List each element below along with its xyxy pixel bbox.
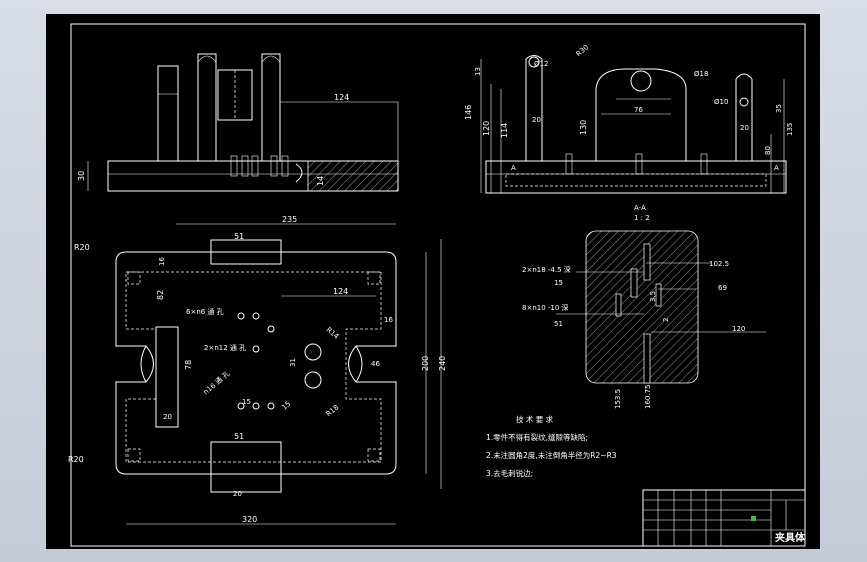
title-block-name: 夹具体: [775, 531, 806, 544]
top-dim-240: 240: [438, 356, 447, 371]
section-dim-120: 120: [732, 325, 745, 333]
top-dim-16a: 16: [158, 257, 166, 266]
top-dim-15a: 15: [242, 398, 251, 406]
top-dim-320: 320: [242, 515, 257, 524]
side-dim-20a: 20: [532, 116, 541, 124]
title-block: 夹具体: [642, 489, 806, 547]
top-dim-16b: 16: [384, 316, 393, 324]
hole-12a: [304, 343, 322, 361]
note-1: 1.零件不得有裂纹,缝隙等缺陷;: [486, 432, 588, 442]
top-tab: [210, 239, 282, 265]
section-dim-51: 51: [554, 320, 563, 328]
top-dim-r14: R14: [325, 326, 341, 341]
front-dim-30: 30: [77, 171, 86, 181]
top-dim-15b: 15: [280, 400, 292, 412]
side-dim-76: 76: [634, 106, 643, 114]
section-body: [585, 230, 699, 384]
section-label: A-A: [634, 204, 646, 212]
side-dim-d18: Ø18: [694, 70, 708, 78]
top-dim-124: 124: [333, 287, 348, 296]
side-dim-d10: Ø10: [714, 98, 728, 106]
bottom-tab: [210, 441, 282, 493]
hole-12b: [304, 371, 322, 389]
front-dim-124: 124: [334, 93, 349, 102]
cad-drawing: 124 30 14: [68, 23, 806, 547]
drawing-border: [70, 23, 806, 547]
side-dim-135: 135: [786, 123, 794, 136]
top-dim-51a: 51: [234, 232, 244, 241]
section-dim-153-5: 153.5: [614, 389, 622, 409]
side-section-mark-a: A: [511, 164, 516, 172]
top-dim-82: 82: [156, 290, 165, 300]
section-dim-2: 2: [662, 318, 670, 322]
top-note-2holes: 2×n12 通 孔: [204, 343, 246, 352]
section-dim-69: 69: [718, 284, 727, 292]
section-dim-3-5: 3.5: [649, 291, 657, 302]
top-dim-51b: 51: [234, 432, 244, 441]
top-note-6holes: 6×n6 通 孔: [186, 307, 224, 316]
side-dim-35: 35: [775, 104, 783, 113]
section-view: A-A 1 : 2 2×n18 -4.5 深 15 8×n10 -10 深: [522, 204, 766, 409]
top-dim-r18: R18: [325, 403, 341, 418]
drawing-viewport[interactable]: 124 30 14: [46, 14, 820, 549]
top-dim-200: 200: [421, 356, 430, 371]
note-2: 2.未注圆角2度,未注倒角半径为R2~R3: [486, 450, 617, 460]
side-view: Ø12 R30 Ø18 Ø10 13 146 120 114 20 130 76…: [464, 43, 794, 194]
top-dim-20a: 20: [163, 413, 172, 421]
side-dim-130: 130: [579, 120, 588, 135]
section-dim-160-75: 160.75: [644, 385, 652, 410]
left-block: [155, 326, 179, 428]
top-dim-78: 78: [184, 360, 193, 370]
top-view: 235 R20 51 16 82 124 16 6×n6 通 孔 R14 2×n…: [68, 215, 447, 525]
section-note-2x18: 2×n18 -4.5 深: [522, 265, 571, 274]
note-3: 3.去毛刺锐边;: [486, 468, 533, 478]
title-block-marker: [751, 516, 756, 521]
top-dim-r20a: R20: [74, 243, 90, 252]
side-hole-18: [630, 70, 652, 92]
front-view: 124 30 14: [77, 53, 399, 192]
side-right-support: [735, 73, 753, 161]
top-dim-31: 31: [289, 358, 297, 367]
side-left-support: [525, 55, 543, 161]
top-note-16hole: n16 通 孔: [201, 369, 231, 396]
side-dim-20b: 20: [740, 124, 749, 132]
side-dim-80: 80: [764, 146, 772, 155]
side-dim-120: 120: [482, 121, 491, 136]
top-dim-r20b: R20: [68, 455, 84, 464]
top-dim-20b: 20: [233, 490, 242, 498]
side-dim-146: 146: [464, 105, 473, 120]
side-center-block: [595, 68, 687, 161]
section-dim-15: 15: [554, 279, 563, 287]
front-upright-1: [157, 65, 179, 162]
side-dim-d12: Ø12: [534, 60, 548, 68]
side-dim-r30: R30: [575, 43, 591, 58]
side-dim-13: 13: [474, 67, 482, 76]
side-dim-114: 114: [500, 123, 509, 138]
front-upright-3: [261, 53, 281, 162]
top-plate-outline: [115, 251, 397, 475]
front-upright-2: [197, 53, 217, 162]
section-scale: 1 : 2: [634, 214, 650, 222]
technical-notes: 技 术 要 求 1.零件不得有裂纹,缝隙等缺陷; 2.未注圆角2度,未注倒角半径…: [486, 414, 617, 478]
section-note-8x10: 8×n10 -10 深: [522, 303, 569, 312]
front-dim-14: 14: [316, 176, 325, 186]
top-dim-235: 235: [282, 215, 297, 224]
section-dim-102-5: 102.5: [709, 260, 729, 268]
notes-heading: 技 术 要 求: [516, 414, 554, 424]
side-section-mark-a2: A: [774, 164, 779, 172]
top-dim-46: 46: [371, 360, 380, 368]
front-section-hatch: [307, 160, 399, 192]
